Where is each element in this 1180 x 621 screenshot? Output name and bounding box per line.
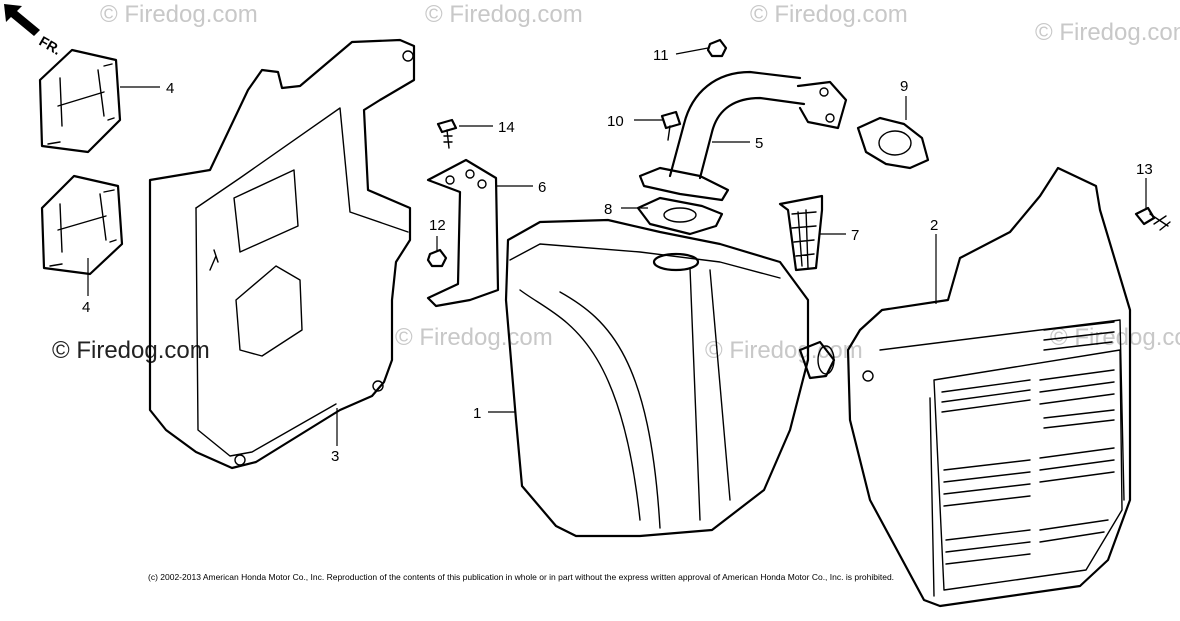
callout-7: 7 [851,227,859,244]
watermarks: © Firedog.com © Firedog.com © Firedog.co… [52,1,1180,364]
watermark-1: © Firedog.com [100,1,258,28]
watermark-primary: © Firedog.com [52,337,210,364]
callouts: 1 2 3 4 4 5 6 7 8 9 10 11 12 13 14 [82,47,1153,465]
part-11-nut [706,38,728,58]
leader-lines [87,47,1147,446]
part-14-flange-bolt [436,118,458,149]
part-4-protector-upper [38,48,122,154]
part-9-gasket [856,116,930,170]
part-12-nut [426,248,448,268]
callout-1: 1 [473,405,481,422]
part-3-muffler-shroud [148,38,416,470]
callout-5: 5 [755,135,763,152]
copyright-notice: (c) 2002-2013 American Honda Motor Co., … [148,572,894,582]
direction-indicator: FR. [4,4,64,58]
part-10-bolt [660,110,682,141]
watermark-5: © Firedog.com [395,324,553,351]
part-4-protector-lower [40,174,124,276]
callout-14: 14 [498,119,515,136]
callout-12: 12 [429,217,446,234]
part-1-muffler [504,218,836,538]
callout-13: 13 [1136,161,1153,178]
part-13-bolt [1134,206,1171,231]
part-8-gasket [636,196,724,236]
callout-10: 10 [607,113,624,130]
callout-6: 6 [538,179,546,196]
watermark-2: © Firedog.com [425,1,583,28]
callout-8: 8 [604,201,612,218]
part-2-muffler-protector [846,166,1132,608]
direction-arrow-icon [4,4,40,36]
callout-3: 3 [331,448,339,465]
watermark-4: © Firedog.com [1035,19,1180,46]
part-7-screen [778,194,824,272]
callout-2: 2 [930,217,938,234]
callout-4-lower: 4 [82,299,90,316]
callout-9: 9 [900,78,908,95]
part-5-exhaust-pipe [638,70,848,202]
part-6-bracket [426,158,500,308]
watermark-3: © Firedog.com [750,1,908,28]
direction-label: FR. [37,33,65,58]
watermark-6: © Firedog.com [705,337,863,364]
callout-11: 11 [653,47,669,64]
callout-4-upper: 4 [166,80,174,97]
